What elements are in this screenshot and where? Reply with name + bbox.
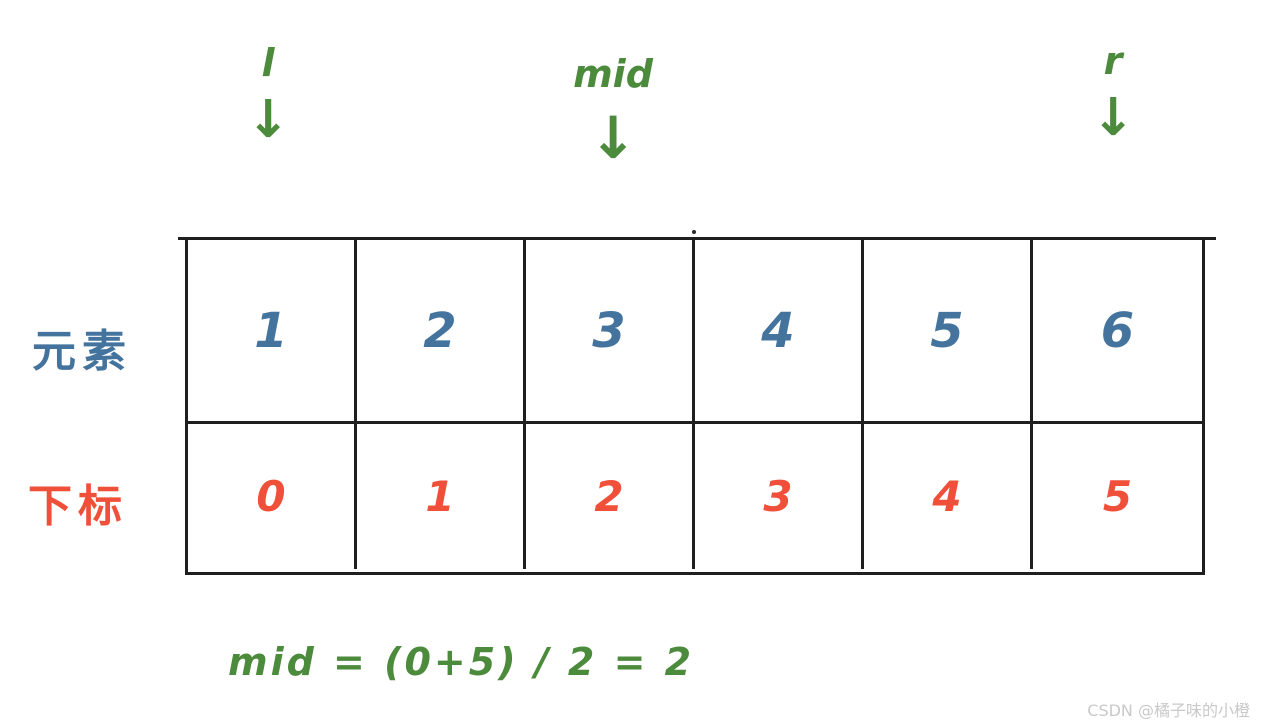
element-cell: 1: [188, 240, 357, 424]
element-cell: 2: [357, 240, 526, 424]
index-cell: 2: [526, 424, 695, 569]
mid-equation: mid = (0+5) / 2 = 2: [228, 640, 695, 684]
index-cell: 0: [188, 424, 357, 569]
pointer-r: r ↓: [1078, 42, 1148, 144]
index-cell: 5: [1102, 472, 1133, 521]
down-arrow-icon: ↓: [246, 90, 290, 150]
index-cell: 3: [695, 424, 864, 569]
down-arrow-icon: ↓: [588, 104, 638, 172]
index-cell: 4: [864, 424, 1033, 569]
pointer-mid: mid ↓: [558, 55, 668, 167]
row-label-indices: 下标: [28, 481, 128, 532]
pointer-l-label: l: [261, 41, 275, 85]
watermark: CSDN @橘子味的小橙: [1087, 701, 1250, 720]
index-cell: 1: [357, 424, 526, 569]
down-arrow-icon: ↓: [1091, 88, 1135, 148]
element-cell: 5: [864, 240, 1033, 424]
element-cell: 3: [526, 240, 695, 424]
pointer-l: l ↓: [233, 44, 303, 146]
ink-dot: [692, 230, 696, 234]
pointer-mid-label: mid: [573, 52, 653, 96]
array-table: 1 2 3 4 5 6 0 1 2 3 4 5: [185, 240, 1205, 575]
table-top-border: [178, 237, 1216, 240]
pointer-r-label: r: [1103, 39, 1123, 83]
element-cell: 4: [695, 240, 864, 424]
row-label-elements: 元素: [32, 326, 132, 377]
element-cell: 6: [1033, 240, 1202, 424]
